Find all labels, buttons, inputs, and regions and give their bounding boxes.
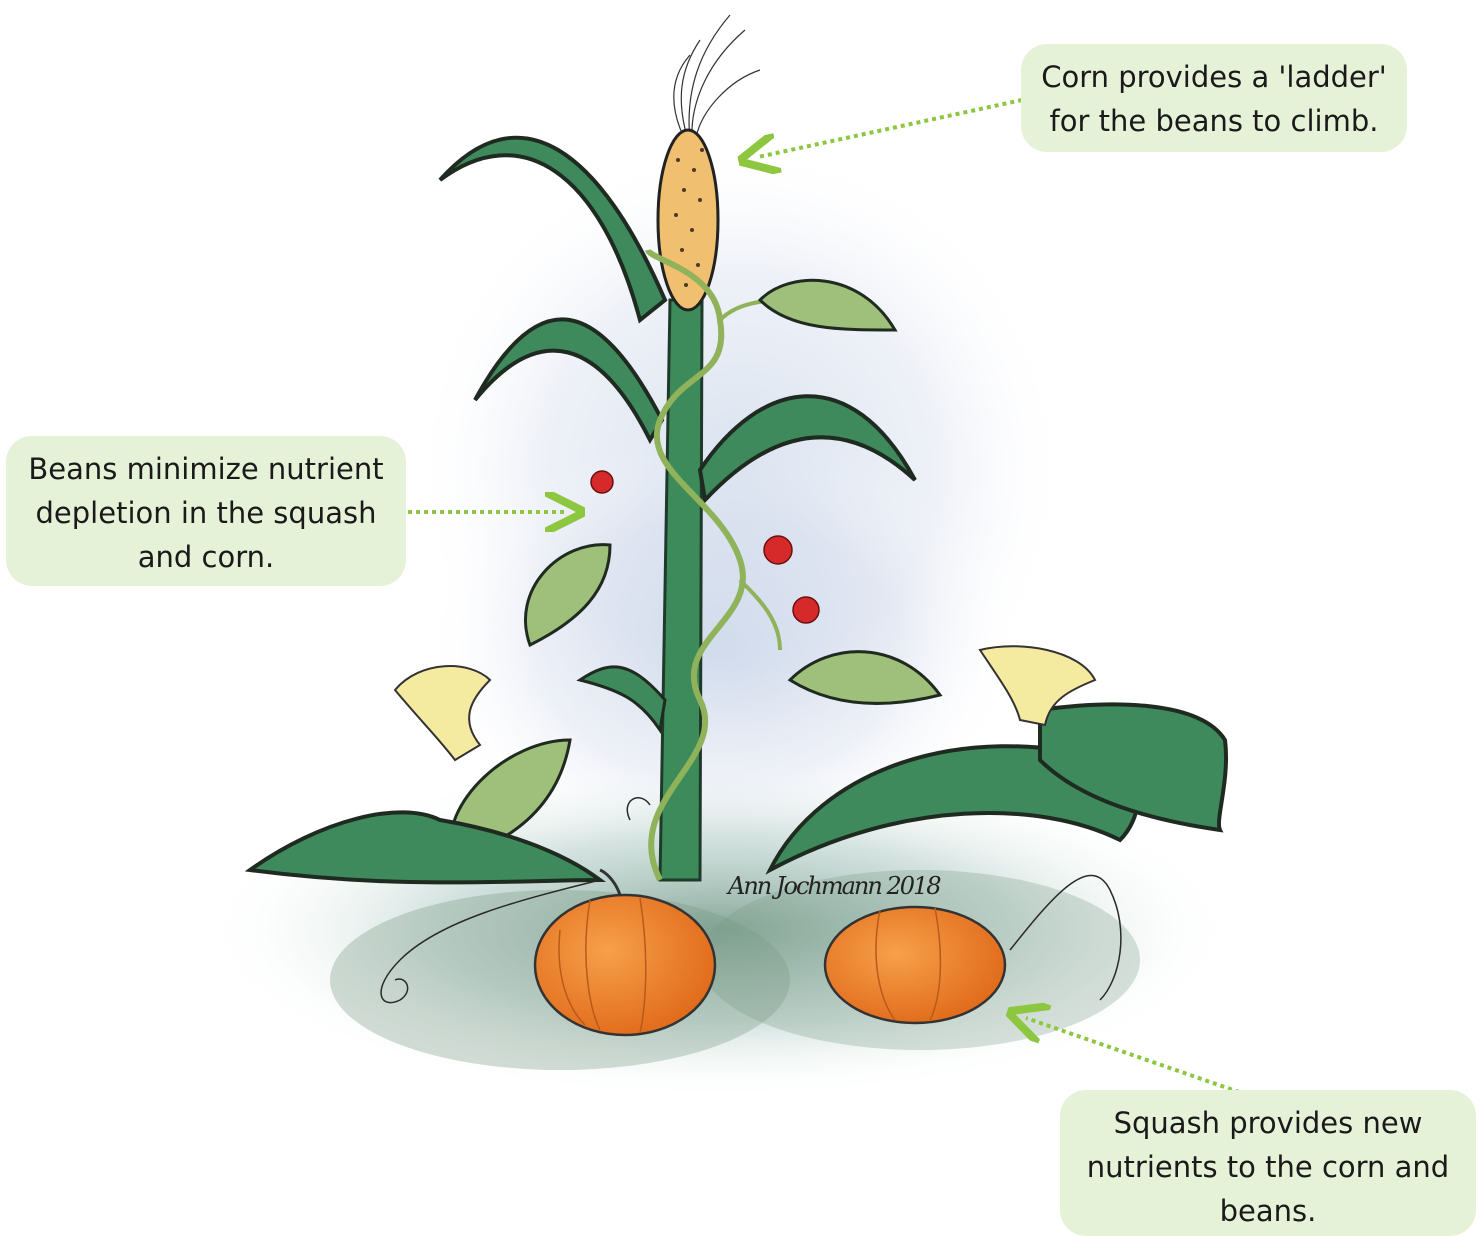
corn-cob: [658, 130, 718, 310]
callout-line: Corn provides a 'ladder': [1021, 55, 1407, 99]
corn-callout: Corn provides a 'ladder' for the beans t…: [1021, 44, 1407, 152]
beans-callout: Beans minimize nutrient depletion in the…: [6, 436, 406, 586]
squash-left: [535, 895, 715, 1035]
artist-signature: Ann Jochmann 2018: [728, 872, 940, 900]
callout-line: depletion in the squash: [6, 491, 406, 535]
callout-line: for the beans to climb.: [1021, 99, 1407, 143]
squash-callout: Squash provides new nutrients to the cor…: [1060, 1090, 1476, 1236]
callout-line: beans.: [1060, 1189, 1476, 1233]
squash-right: [825, 907, 1005, 1023]
callout-line: and corn.: [6, 535, 406, 579]
callout-line: Squash provides new: [1060, 1101, 1476, 1145]
callout-line: nutrients to the corn and: [1060, 1145, 1476, 1189]
callout-line: Beans minimize nutrient: [6, 447, 406, 491]
corn-silk: [674, 15, 760, 142]
